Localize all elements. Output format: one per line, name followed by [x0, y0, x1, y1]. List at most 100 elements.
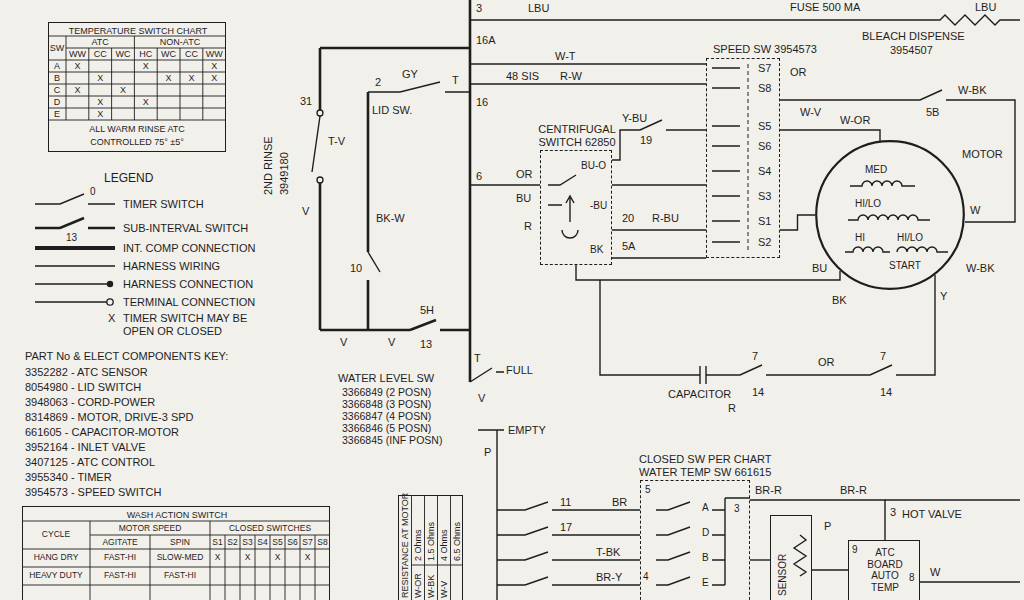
- motor-circle: MOTORMEDHI/LOHIHI/LOSTART: [815, 140, 965, 290]
- table-cell: X: [97, 97, 103, 107]
- wire-label: BK: [590, 244, 603, 256]
- node-text: HI: [855, 232, 865, 244]
- wire-label: OR: [516, 168, 533, 181]
- table-cell: S6: [287, 538, 297, 548]
- table-cell: A: [54, 61, 60, 71]
- table-cell: WC: [116, 49, 131, 59]
- table-cell: S8: [317, 538, 327, 548]
- wire-label: -BU: [590, 200, 607, 212]
- harness-dot: [107, 281, 113, 287]
- wire-label: 17: [560, 521, 572, 534]
- wire-label: CAPACITOR: [668, 388, 731, 401]
- legend-text: HARNESS CONNECTION: [123, 278, 253, 291]
- wire-label: T-BK: [596, 546, 620, 559]
- harness-wire: [312, 15, 1020, 600]
- table-cell: W-BK: [426, 575, 436, 598]
- wire-label: 5H: [420, 304, 434, 317]
- wire-label: W: [970, 204, 980, 217]
- wire-label: EMPTY: [508, 424, 546, 437]
- parts-key-line: 3407125 - ATC CONTROL: [25, 456, 155, 469]
- wire-label: V: [340, 336, 347, 349]
- wire-label: S2: [758, 236, 771, 249]
- table-cell: WW: [206, 49, 223, 59]
- table-cell: MOTOR SPEED: [119, 524, 182, 534]
- table-cell: FAST-HI: [104, 553, 136, 563]
- heavy-wire: [320, 0, 470, 382]
- table-cell: HC: [139, 49, 152, 59]
- wire-label: V: [302, 205, 309, 218]
- switch-note: 3366846 (5 POSN): [342, 422, 431, 434]
- table-cell: 4 Ohms: [439, 529, 449, 561]
- switch-note: 3366845 (INF POSN): [342, 434, 442, 446]
- table-cell: X: [120, 85, 126, 95]
- wire-label: V: [478, 392, 485, 405]
- table-cell: HEAVY DUTY: [29, 571, 83, 581]
- wire-label: 19: [640, 134, 652, 147]
- wire-label: R: [524, 220, 532, 233]
- wire-label: OR: [818, 356, 835, 369]
- table-cell: 2 Ohms: [413, 529, 423, 561]
- node-text: HI/LO: [897, 232, 923, 244]
- legend-text: TIMER SWITCH MAY BE OPEN OR CLOSED: [123, 312, 273, 337]
- table-cell: CLOSED SWITCHES: [229, 524, 311, 534]
- wire-label: T-V: [328, 135, 345, 148]
- wire-label: 5: [645, 484, 651, 496]
- wire-label: BR-Y: [596, 571, 622, 584]
- node-text: MED: [865, 164, 887, 176]
- wire-label: 3: [476, 2, 482, 15]
- wire-label: 16A: [476, 34, 496, 47]
- table-cell: WW: [69, 49, 86, 59]
- centrifugal-weight: [562, 230, 578, 238]
- legend-text: TIMER SWITCH: [123, 198, 204, 211]
- legend-heading: LEGEND: [104, 172, 153, 186]
- switch-note: 3366849 (2 POSN): [342, 386, 431, 398]
- wire-connector: [612, 184, 706, 185]
- table-cell: FAST-HI: [164, 571, 196, 581]
- table-cell: X: [74, 85, 80, 95]
- wire-label: 13: [420, 338, 432, 351]
- motor-winding: [845, 181, 948, 252]
- parts-key-line: 3352282 - ATC SENSOR: [25, 366, 148, 379]
- table-cell: SPIN: [170, 538, 190, 548]
- wire-label: W-T: [555, 50, 576, 63]
- table-cell: X: [166, 73, 172, 83]
- parts-key-line: 8054980 - LID SWITCH: [25, 381, 141, 394]
- wire-label: BU: [812, 262, 827, 275]
- wire-label: W-V: [800, 106, 821, 119]
- table-cell: X: [305, 553, 311, 563]
- table-cell: SLOW-MED: [157, 553, 204, 563]
- wire-connector: [750, 559, 770, 560]
- table-grid: [48, 36, 226, 120]
- table-cell: X: [97, 109, 103, 119]
- table-cell: NON-ATC: [160, 37, 200, 47]
- wire-label: Y: [940, 290, 947, 303]
- table-cell: X: [245, 553, 251, 563]
- table-cell: S5: [272, 538, 282, 548]
- table-cell: ATC: [92, 37, 109, 47]
- wire-label: 0: [90, 186, 96, 198]
- parts-key-line: PART No & ELECT COMPONENTS KEY:: [25, 350, 228, 363]
- wire-label: S3: [758, 190, 771, 203]
- wire-label: 4: [643, 571, 649, 583]
- wire-label: S6: [758, 140, 771, 153]
- table-cell: HANG DRY: [34, 553, 79, 563]
- table-cell: CC: [94, 49, 107, 59]
- wire-connector: [780, 215, 815, 230]
- node-text: TEMPERATURE SWITCH CHART: [69, 26, 208, 36]
- wire-label: OR: [790, 66, 807, 79]
- wire-label: W: [930, 566, 940, 579]
- wire-label: S5: [758, 120, 771, 133]
- wire-label: BR-R: [840, 484, 867, 497]
- switch-note: 3366848 (3 POSN): [342, 398, 431, 410]
- node-text: MOTOR: [962, 148, 1003, 161]
- table-cell: S7: [302, 538, 312, 548]
- wire-label: W-OR: [840, 114, 870, 127]
- table-cell: S2: [227, 538, 237, 548]
- wire-label: 5A: [622, 240, 635, 253]
- wire-label: 14: [880, 386, 892, 399]
- parts-key-line: 3954573 - SPEED SWITCH: [25, 486, 161, 499]
- atc-board: ATC BOARD AUTO TEMP: [848, 540, 920, 600]
- node-text: SPEED SW 3954573: [713, 43, 817, 56]
- terminal-circle: [317, 177, 323, 183]
